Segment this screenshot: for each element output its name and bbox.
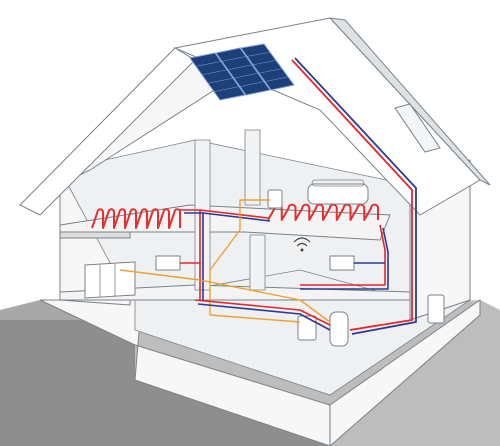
fixtures (84, 179, 445, 347)
pipe (194, 299, 331, 326)
pipe (300, 224, 386, 286)
floor-heating-coil (267, 203, 379, 221)
hot-water-tank-icon (297, 311, 349, 347)
floor-heating-coil (91, 208, 181, 229)
floors (59, 204, 411, 301)
solar-panel-icon (189, 43, 295, 101)
solar-grid-line (227, 64, 253, 71)
heat-pump-icon (427, 294, 445, 324)
skylight (394, 103, 441, 153)
pipe (202, 212, 271, 222)
solar-grid-line (252, 60, 277, 66)
pipe (119, 269, 331, 323)
toilet-icon (267, 189, 283, 209)
pipe (209, 199, 270, 315)
pipe (294, 57, 417, 335)
pipe (199, 209, 269, 219)
pipe (300, 227, 389, 290)
solar-grid-line (213, 86, 240, 92)
solar-grid-line (246, 51, 271, 57)
solar-grid-line (201, 69, 228, 76)
solar-grid-line (195, 61, 222, 67)
pipes (119, 57, 417, 335)
radiator-icon (155, 255, 355, 271)
solar-grid-line (233, 72, 259, 79)
floor-heating (91, 203, 379, 229)
solar-grid-line (239, 81, 265, 87)
wifi-icon (293, 237, 311, 252)
bathtub-icon (307, 179, 369, 205)
solar-grid-line (264, 76, 289, 82)
solar-grid-line (258, 68, 283, 74)
kitchen-icon (84, 261, 136, 299)
solar-grid-line (207, 77, 234, 84)
pipe (197, 303, 331, 331)
solar-grid-line (221, 56, 247, 62)
pipe (209, 314, 301, 323)
pipe (291, 59, 413, 331)
